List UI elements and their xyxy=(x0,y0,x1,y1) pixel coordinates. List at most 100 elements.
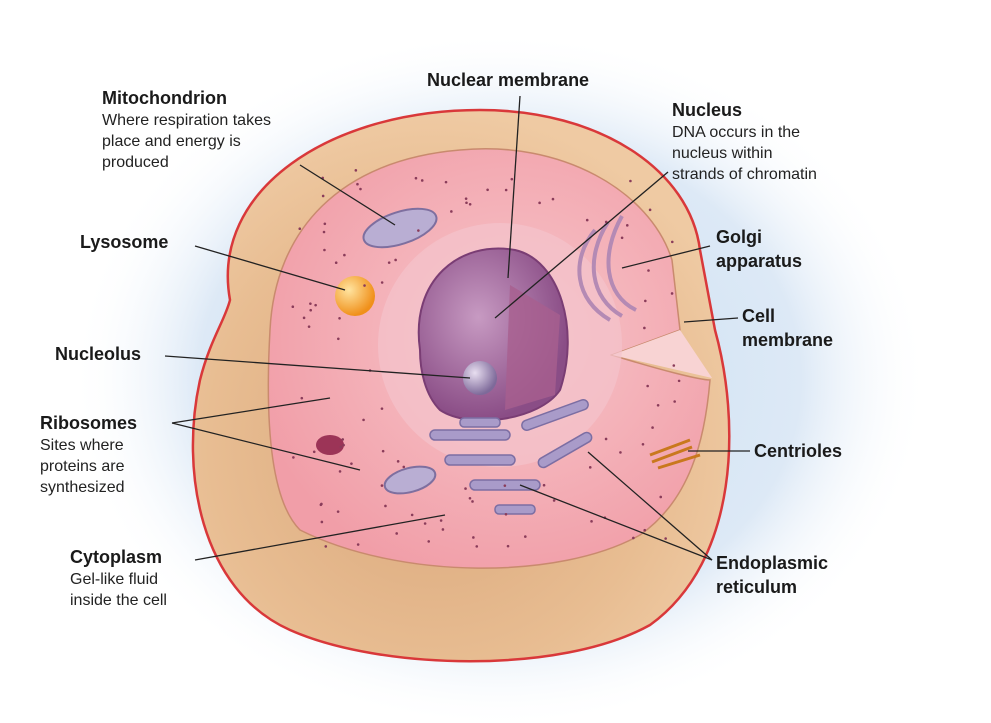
ribosome-dot xyxy=(641,442,645,446)
ribosome-dot xyxy=(314,303,317,307)
lysosome-title: Lysosome xyxy=(80,232,169,252)
ribosome-dot xyxy=(648,208,652,212)
ribosome-dot xyxy=(394,258,397,262)
ribosome-dot xyxy=(647,269,650,272)
ribosome-dot xyxy=(664,537,667,540)
ribosome-dot xyxy=(342,443,345,447)
ribosome-dot xyxy=(320,520,324,524)
ribosome-dot xyxy=(359,187,362,191)
ribosomes-desc-2: proteins are xyxy=(40,458,125,475)
label-cytoplasm: Cytoplasm Gel-like fluid inside the cell xyxy=(70,545,167,611)
ribosome-dot xyxy=(384,504,387,508)
ribosome-dot xyxy=(363,284,366,287)
ribosome-dot xyxy=(552,499,556,502)
ribosome-dot xyxy=(464,487,467,490)
label-ribosomes: Ribosomes Sites where proteins are synth… xyxy=(40,411,137,498)
vesicle xyxy=(316,435,344,455)
ribosome-dot xyxy=(510,177,514,181)
ribosome-dot xyxy=(323,222,327,226)
ribosomes-desc-3: synthesized xyxy=(40,479,125,496)
ribosome-dot xyxy=(356,182,359,186)
ribosome-dot xyxy=(354,169,358,172)
cytoplasm-desc-1: Gel-like fluid xyxy=(70,571,159,588)
cytoplasm-desc-2: inside the cell xyxy=(70,592,167,609)
ribosome-dot xyxy=(420,179,424,182)
ribosome-dot xyxy=(324,545,328,548)
ribosome-dot xyxy=(646,384,649,388)
nuclear-membrane-title: Nuclear membrane xyxy=(427,70,590,90)
nucleus-desc-3: strands of chromatin xyxy=(672,166,817,183)
label-lysosome: Lysosome xyxy=(80,230,168,254)
ribosome-dot xyxy=(670,240,674,244)
ribosome-dot xyxy=(672,364,676,367)
label-golgi: Golgi apparatus xyxy=(716,225,802,273)
ribosome-dot xyxy=(504,513,508,516)
ribosome-dot xyxy=(444,180,448,184)
ribosome-dot xyxy=(337,337,340,341)
ribosome-dot xyxy=(465,201,468,205)
ribosome-dot xyxy=(551,197,555,201)
ribosome-dot xyxy=(472,536,475,539)
ribosome-dot xyxy=(322,230,326,234)
cytoplasm-title: Cytoplasm xyxy=(70,547,163,567)
er-title-1: Endoplasmic xyxy=(716,553,829,573)
ribosome-dot xyxy=(309,308,312,312)
ribosome-dot xyxy=(450,210,453,213)
nucleus-title: Nucleus xyxy=(672,100,743,120)
ribosome-dot xyxy=(307,325,311,328)
ribosome-dot xyxy=(673,400,676,403)
golgi-title-1: Golgi xyxy=(716,227,762,247)
ribosome-dot xyxy=(538,201,541,205)
ribosome-dot xyxy=(291,305,295,309)
nucleolus-title: Nucleolus xyxy=(55,344,142,364)
ribosome-dot xyxy=(651,426,654,429)
ribosome-dot xyxy=(350,462,353,465)
ribosome-dot xyxy=(380,407,384,410)
ribosome-dot xyxy=(336,510,340,513)
ribosome-dot xyxy=(410,513,414,517)
mitochondrion-desc-1: Where respiration takes xyxy=(102,112,271,129)
ribosome-dot xyxy=(656,404,660,407)
ribosome-dot xyxy=(339,445,343,449)
ribosome-dot xyxy=(468,202,472,206)
ribosome-dot xyxy=(471,500,474,503)
ribosome-dot xyxy=(590,520,593,523)
label-centrioles: Centrioles xyxy=(754,439,842,463)
ribosome-dot xyxy=(292,456,295,459)
endoplasmic-reticulum-shape xyxy=(429,398,593,515)
lysosome-shape xyxy=(335,276,375,316)
nucleus-cut xyxy=(505,285,560,410)
ribosome-dot xyxy=(402,465,406,469)
ribosome-dot xyxy=(338,316,341,320)
ribosome-dot xyxy=(380,484,384,487)
cell-membrane-title-2: membrane xyxy=(742,330,834,350)
ribosomes-title: Ribosomes xyxy=(40,413,138,433)
label-nucleus: Nucleus DNA occurs in the nucleus within… xyxy=(672,98,817,185)
ribosome-dot xyxy=(300,396,304,400)
centrioles-title: Centrioles xyxy=(754,441,843,461)
ribosome-dot xyxy=(309,302,312,305)
ribosome-dot xyxy=(362,418,365,422)
cell-membrane-title-1: Cell xyxy=(742,306,776,326)
ribosome-dot xyxy=(380,281,384,284)
ribosome-dot xyxy=(343,253,346,257)
label-nuclear-membrane: Nuclear membrane xyxy=(427,68,589,92)
ribosome-dot xyxy=(423,522,427,525)
ribosome-dot xyxy=(427,540,431,543)
ribosome-dot xyxy=(302,316,306,320)
ribosome-dot xyxy=(670,292,674,295)
ribosome-dot xyxy=(414,176,418,180)
ribosome-dot xyxy=(632,536,635,540)
ribosome-dot xyxy=(677,379,681,383)
label-cell-membrane: Cell membrane xyxy=(742,304,833,352)
centrioles-shape xyxy=(649,438,701,470)
ribosome-dot xyxy=(625,224,629,227)
ribosome-dot xyxy=(604,220,608,224)
ribosome-dot xyxy=(503,484,507,487)
ribosome-dot xyxy=(629,179,632,183)
nucleus-desc-2: nucleus within xyxy=(672,145,773,162)
ribosome-dot xyxy=(319,503,323,507)
er-title-2: reticulum xyxy=(716,577,798,597)
ribosome-dot xyxy=(338,470,342,473)
